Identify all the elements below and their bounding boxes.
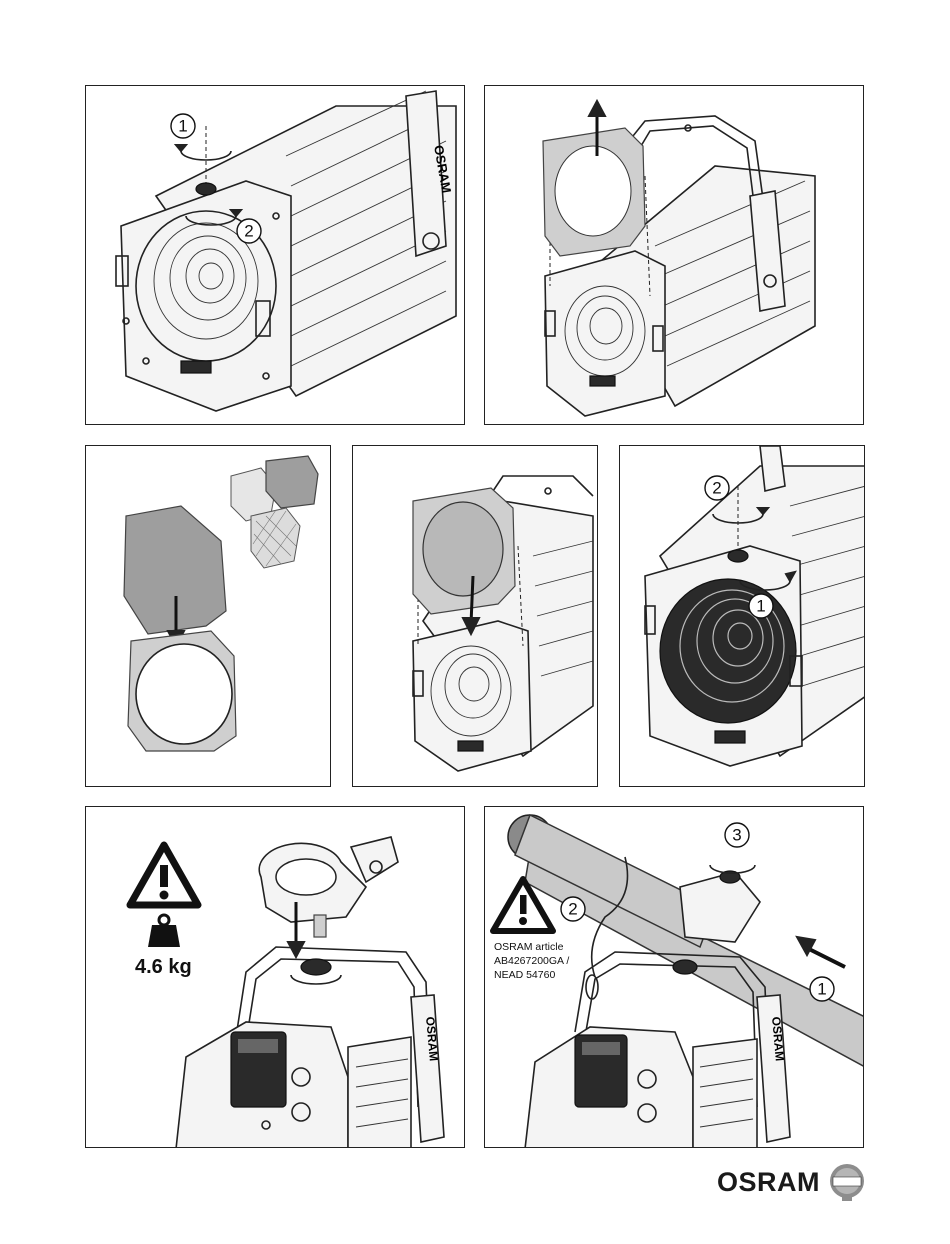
panel-fasten-knob: 2 1 [619,445,865,787]
svg-text:1: 1 [817,980,826,999]
step-number-3: 3 [725,823,749,847]
svg-text:2: 2 [568,900,577,919]
svg-text:1: 1 [178,117,187,136]
fixture-illustration [485,86,864,425]
step-number-1: 1 [171,114,195,138]
svg-text:2: 2 [244,222,253,241]
svg-text:1: 1 [756,597,765,616]
step-number-2: 2 [237,219,261,243]
svg-text:2: 2 [712,479,721,498]
fixture-illustration: OSRAM 1 2 [86,86,465,425]
panel-mount-on-truss: OSRAM 3 2 1 OSRAM article AB4267200GA / … [484,806,864,1148]
weight-label: 4.6 kg [135,956,192,979]
weight-icon [148,915,180,947]
osram-bulb-logo-icon [827,1163,867,1203]
svg-text:3: 3 [732,826,741,845]
step-number-2: 2 [561,897,585,921]
panel-insert-filter-into-frame [85,445,331,787]
article-number-label: OSRAM article AB4267200GA / NEAD 54760 [494,940,569,982]
step-number-1: 1 [749,594,773,618]
panel-remove-filter-frame [484,85,864,425]
step-number-2: 2 [705,476,729,500]
warning-triangle-icon [130,845,198,905]
panel-mount-clamp: OSRAM 4.6 kg [85,806,465,1148]
filter-illustration [86,446,331,787]
step-number-1: 1 [810,977,834,1001]
fixture-illustration: 2 1 [620,446,865,787]
fixture-illustration [353,446,598,787]
brand-name: OSRAM [717,1167,820,1198]
panel-insert-frame-into-fixture [352,445,598,787]
panel-remove-lens-knob: OSRAM 1 2 [85,85,465,425]
osram-logo: OSRAM [717,1163,867,1203]
